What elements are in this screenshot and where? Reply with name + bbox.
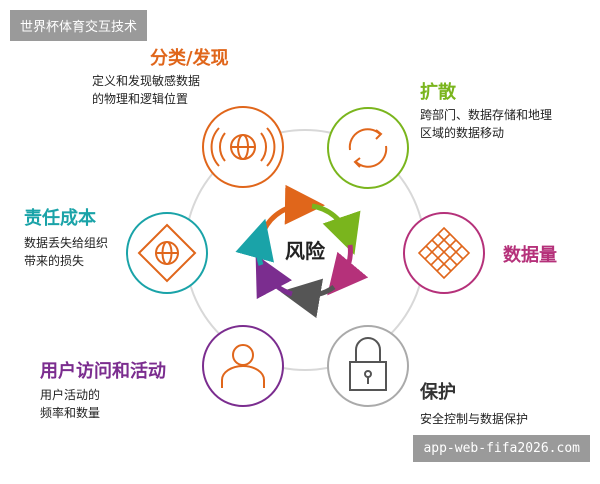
node-classify bbox=[202, 106, 284, 188]
spread-desc-line2: 区域的数据移动 bbox=[420, 126, 505, 140]
node-spread bbox=[327, 107, 409, 189]
globe-signal-icon bbox=[210, 127, 276, 167]
node-protect bbox=[327, 325, 409, 407]
spread-title: 扩散 bbox=[420, 82, 456, 103]
cycle-arrow-magenta bbox=[327, 244, 369, 296]
top-caption: 世界杯体育交互技术 bbox=[10, 10, 148, 41]
node-volume bbox=[403, 212, 485, 294]
user-icon bbox=[221, 344, 265, 388]
cycle-arrow-purple bbox=[255, 254, 293, 300]
node-liability bbox=[126, 212, 208, 294]
grid-diamond-icon bbox=[417, 226, 471, 280]
volume-title: 数据量 bbox=[503, 245, 557, 266]
classify-desc: 定义和发现敏感数据 的物理和逻辑位置 bbox=[92, 72, 200, 108]
access-label: 用户访问和活动 bbox=[40, 357, 166, 383]
lock-icon bbox=[349, 337, 387, 391]
cycle-arrow-orange bbox=[261, 184, 325, 232]
access-desc-line2: 频率和数量 bbox=[40, 406, 101, 420]
liability-desc: 数据丢失给组织 带来的损失 bbox=[24, 234, 108, 270]
protect-desc: 安全控制与数据保护 bbox=[420, 410, 528, 428]
classify-desc-line2: 的物理和逻辑位置 bbox=[92, 92, 189, 106]
spread-desc-line1: 跨部门、数据存储和地理 bbox=[420, 108, 553, 122]
bottom-caption: app-web-fifa2026.com bbox=[413, 435, 590, 462]
center-cycle: 风险 bbox=[235, 184, 369, 319]
node-access bbox=[202, 325, 284, 407]
classify-title: 分类/发现 bbox=[150, 48, 229, 69]
liability-title: 责任成本 bbox=[24, 208, 96, 229]
protect-title: 保护 bbox=[420, 382, 456, 403]
classify-desc-line1: 定义和发现敏感数据 bbox=[92, 74, 201, 88]
spread-label: 扩散 bbox=[420, 78, 456, 104]
access-desc: 用户活动的 频率和数量 bbox=[40, 386, 100, 422]
volume-label: 数据量 bbox=[503, 241, 557, 267]
access-title: 用户访问和活动 bbox=[40, 361, 166, 382]
protect-desc-line1: 安全控制与数据保护 bbox=[420, 412, 529, 426]
refresh-icon bbox=[348, 128, 388, 168]
access-desc-line1: 用户活动的 bbox=[40, 388, 101, 402]
protect-label: 保护 bbox=[420, 378, 456, 404]
center-label: 风险 bbox=[285, 239, 326, 263]
globe-diamond-icon bbox=[137, 223, 197, 283]
liability-desc-line1: 数据丢失给组织 bbox=[24, 236, 109, 250]
cycle-arrow-green bbox=[311, 203, 361, 255]
cycle-arrow-teal bbox=[235, 218, 275, 266]
spread-desc: 跨部门、数据存储和地理 区域的数据移动 bbox=[420, 106, 552, 142]
classify-label: 分类/发现 bbox=[150, 44, 229, 70]
liability-label: 责任成本 bbox=[24, 204, 96, 230]
liability-desc-line2: 带来的损失 bbox=[24, 254, 85, 268]
cycle-arrow-gray bbox=[280, 278, 336, 319]
